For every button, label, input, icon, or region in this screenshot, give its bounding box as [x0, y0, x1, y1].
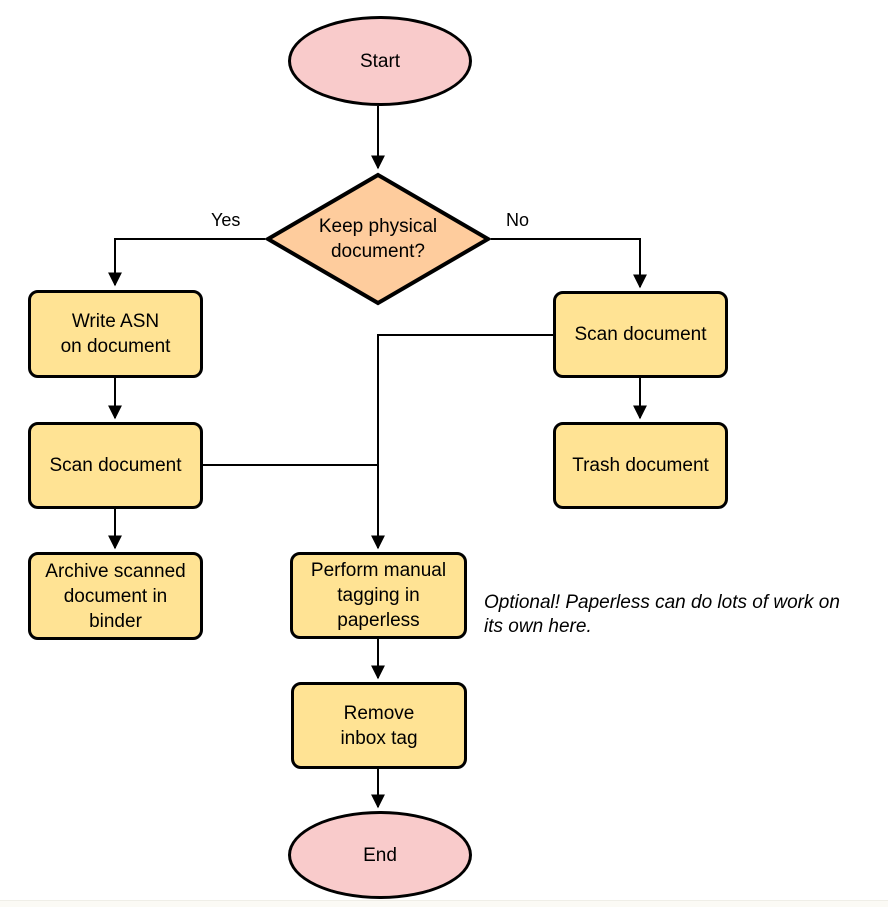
node-decision: Keep physical document?: [264, 171, 492, 307]
node-scan-document-right: Scan document: [553, 291, 728, 378]
edge-label-yes: Yes: [211, 210, 241, 230]
edge-decision-yes: [108, 238, 265, 287]
node-start: Start: [288, 16, 472, 106]
node-write-asn: Write ASN on document: [28, 290, 203, 378]
node-trash-document: Trash document: [553, 422, 728, 509]
node-scan-document-left: Scan document: [28, 422, 203, 509]
decision-label: Keep physical document?: [318, 216, 438, 262]
bottom-strip: [0, 900, 888, 907]
edge-label-no: No: [506, 210, 530, 230]
node-end: End: [288, 811, 472, 899]
note-optional: Optional! Paperless can do lots of work …: [484, 592, 840, 637]
node-archive-binder: Archive scanned document in binder: [28, 552, 203, 640]
edge-decision-no: [491, 238, 647, 289]
node-remove-inbox-tag: Remove inbox tag: [291, 682, 467, 769]
edge-scanright-tagging: [371, 334, 553, 550]
decision-diamond-shape: [264, 172, 492, 306]
node-manual-tagging: Perform manual tagging in paperless: [290, 552, 467, 639]
